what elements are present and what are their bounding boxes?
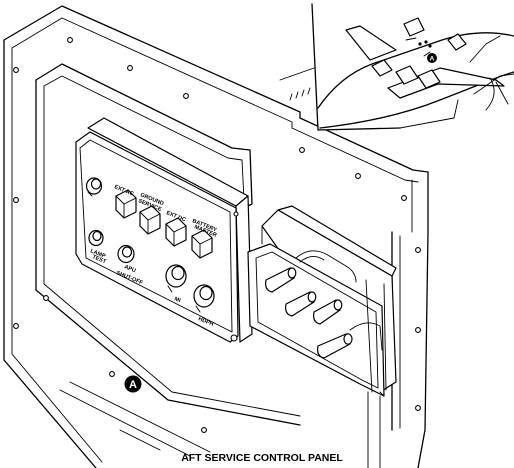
rivet-hole: [415, 405, 421, 411]
caption: AFT SERVICE CONTROL PANEL: [181, 452, 343, 464]
rivet-hole: [13, 67, 19, 73]
label-mi: MI: [173, 296, 181, 304]
inset-marker-a-text: A: [430, 56, 435, 63]
rivet-hole: [13, 323, 19, 329]
rivet-hole: [201, 427, 207, 433]
inset-marker-a: [427, 53, 437, 63]
ext-ac-switch[interactable]: [115, 189, 137, 219]
rivet-hole: [355, 173, 361, 179]
external-power-receptacle: [247, 205, 397, 468]
rivet-hole: [67, 37, 73, 43]
connector-pin-end: [333, 299, 343, 311]
rivet-hole: [183, 93, 189, 99]
connector-pin-end: [287, 267, 297, 279]
panel-screw: [233, 211, 239, 217]
rivet-hole: [415, 247, 421, 253]
label-lamp-test-2: TEST: [91, 254, 107, 265]
rivet-hole: [43, 295, 49, 301]
detail-marker-a-text: A: [129, 379, 137, 391]
indicator-knob: [85, 177, 103, 197]
battery-master-switch[interactable]: [191, 229, 213, 259]
label-apu-shutoff-1: APU: [123, 264, 136, 274]
rivet-hole: [127, 65, 133, 71]
panel-screw: [230, 334, 238, 342]
rivet-hole: [13, 197, 19, 203]
ext-dc-switch[interactable]: [165, 217, 187, 247]
aircraft-inset: A: [279, 3, 514, 131]
mi-jack[interactable]: [165, 264, 187, 293]
control-panel: [75, 117, 253, 343]
rivet-hole: [401, 195, 407, 201]
label-lamp-test-1: LAMP: [89, 248, 106, 260]
ground-service-switch[interactable]: [139, 205, 161, 235]
apu-shutoff-button[interactable]: [117, 244, 135, 264]
hdph-jack[interactable]: [193, 284, 215, 313]
rivet-hole: [415, 327, 421, 333]
connector-pin-end: [343, 333, 353, 345]
lamp-test-button[interactable]: [88, 229, 104, 247]
detail-marker-a: A: [124, 375, 142, 393]
connector-pin-end: [307, 291, 317, 303]
rivet-hole: [299, 147, 305, 153]
rivet-hole: [109, 371, 115, 377]
label-hdph: HDPH: [197, 316, 214, 328]
